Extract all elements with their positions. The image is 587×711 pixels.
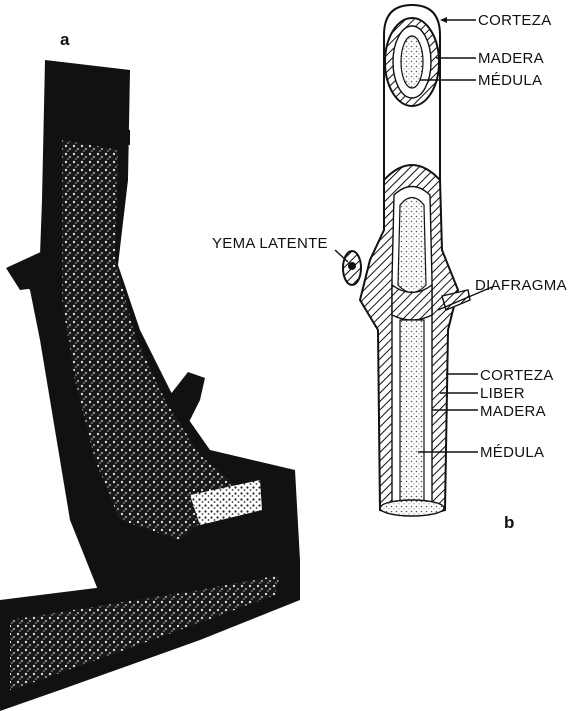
panel-a-label: a xyxy=(60,30,70,49)
panel-b-label: b xyxy=(504,513,514,532)
label-medula-bottom: MÉDULA xyxy=(480,444,544,461)
pith-lower xyxy=(400,320,424,503)
label-corteza-top: CORTEZA xyxy=(478,12,552,29)
label-yema-latente: YEMA LATENTE xyxy=(212,235,328,252)
label-medula-top: MÉDULA xyxy=(478,72,542,89)
label-madera-bottom: MADERA xyxy=(480,403,546,420)
label-liber: LIBER xyxy=(480,385,525,402)
label-diafragma: DIAFRAGMA xyxy=(475,277,567,294)
panel-a-trunk-illustration xyxy=(0,60,300,711)
label-madera-top: MADERA xyxy=(478,50,544,67)
panel-b-section xyxy=(343,5,470,516)
pith-upper xyxy=(398,198,426,293)
label-corteza-bottom: CORTEZA xyxy=(480,367,554,384)
